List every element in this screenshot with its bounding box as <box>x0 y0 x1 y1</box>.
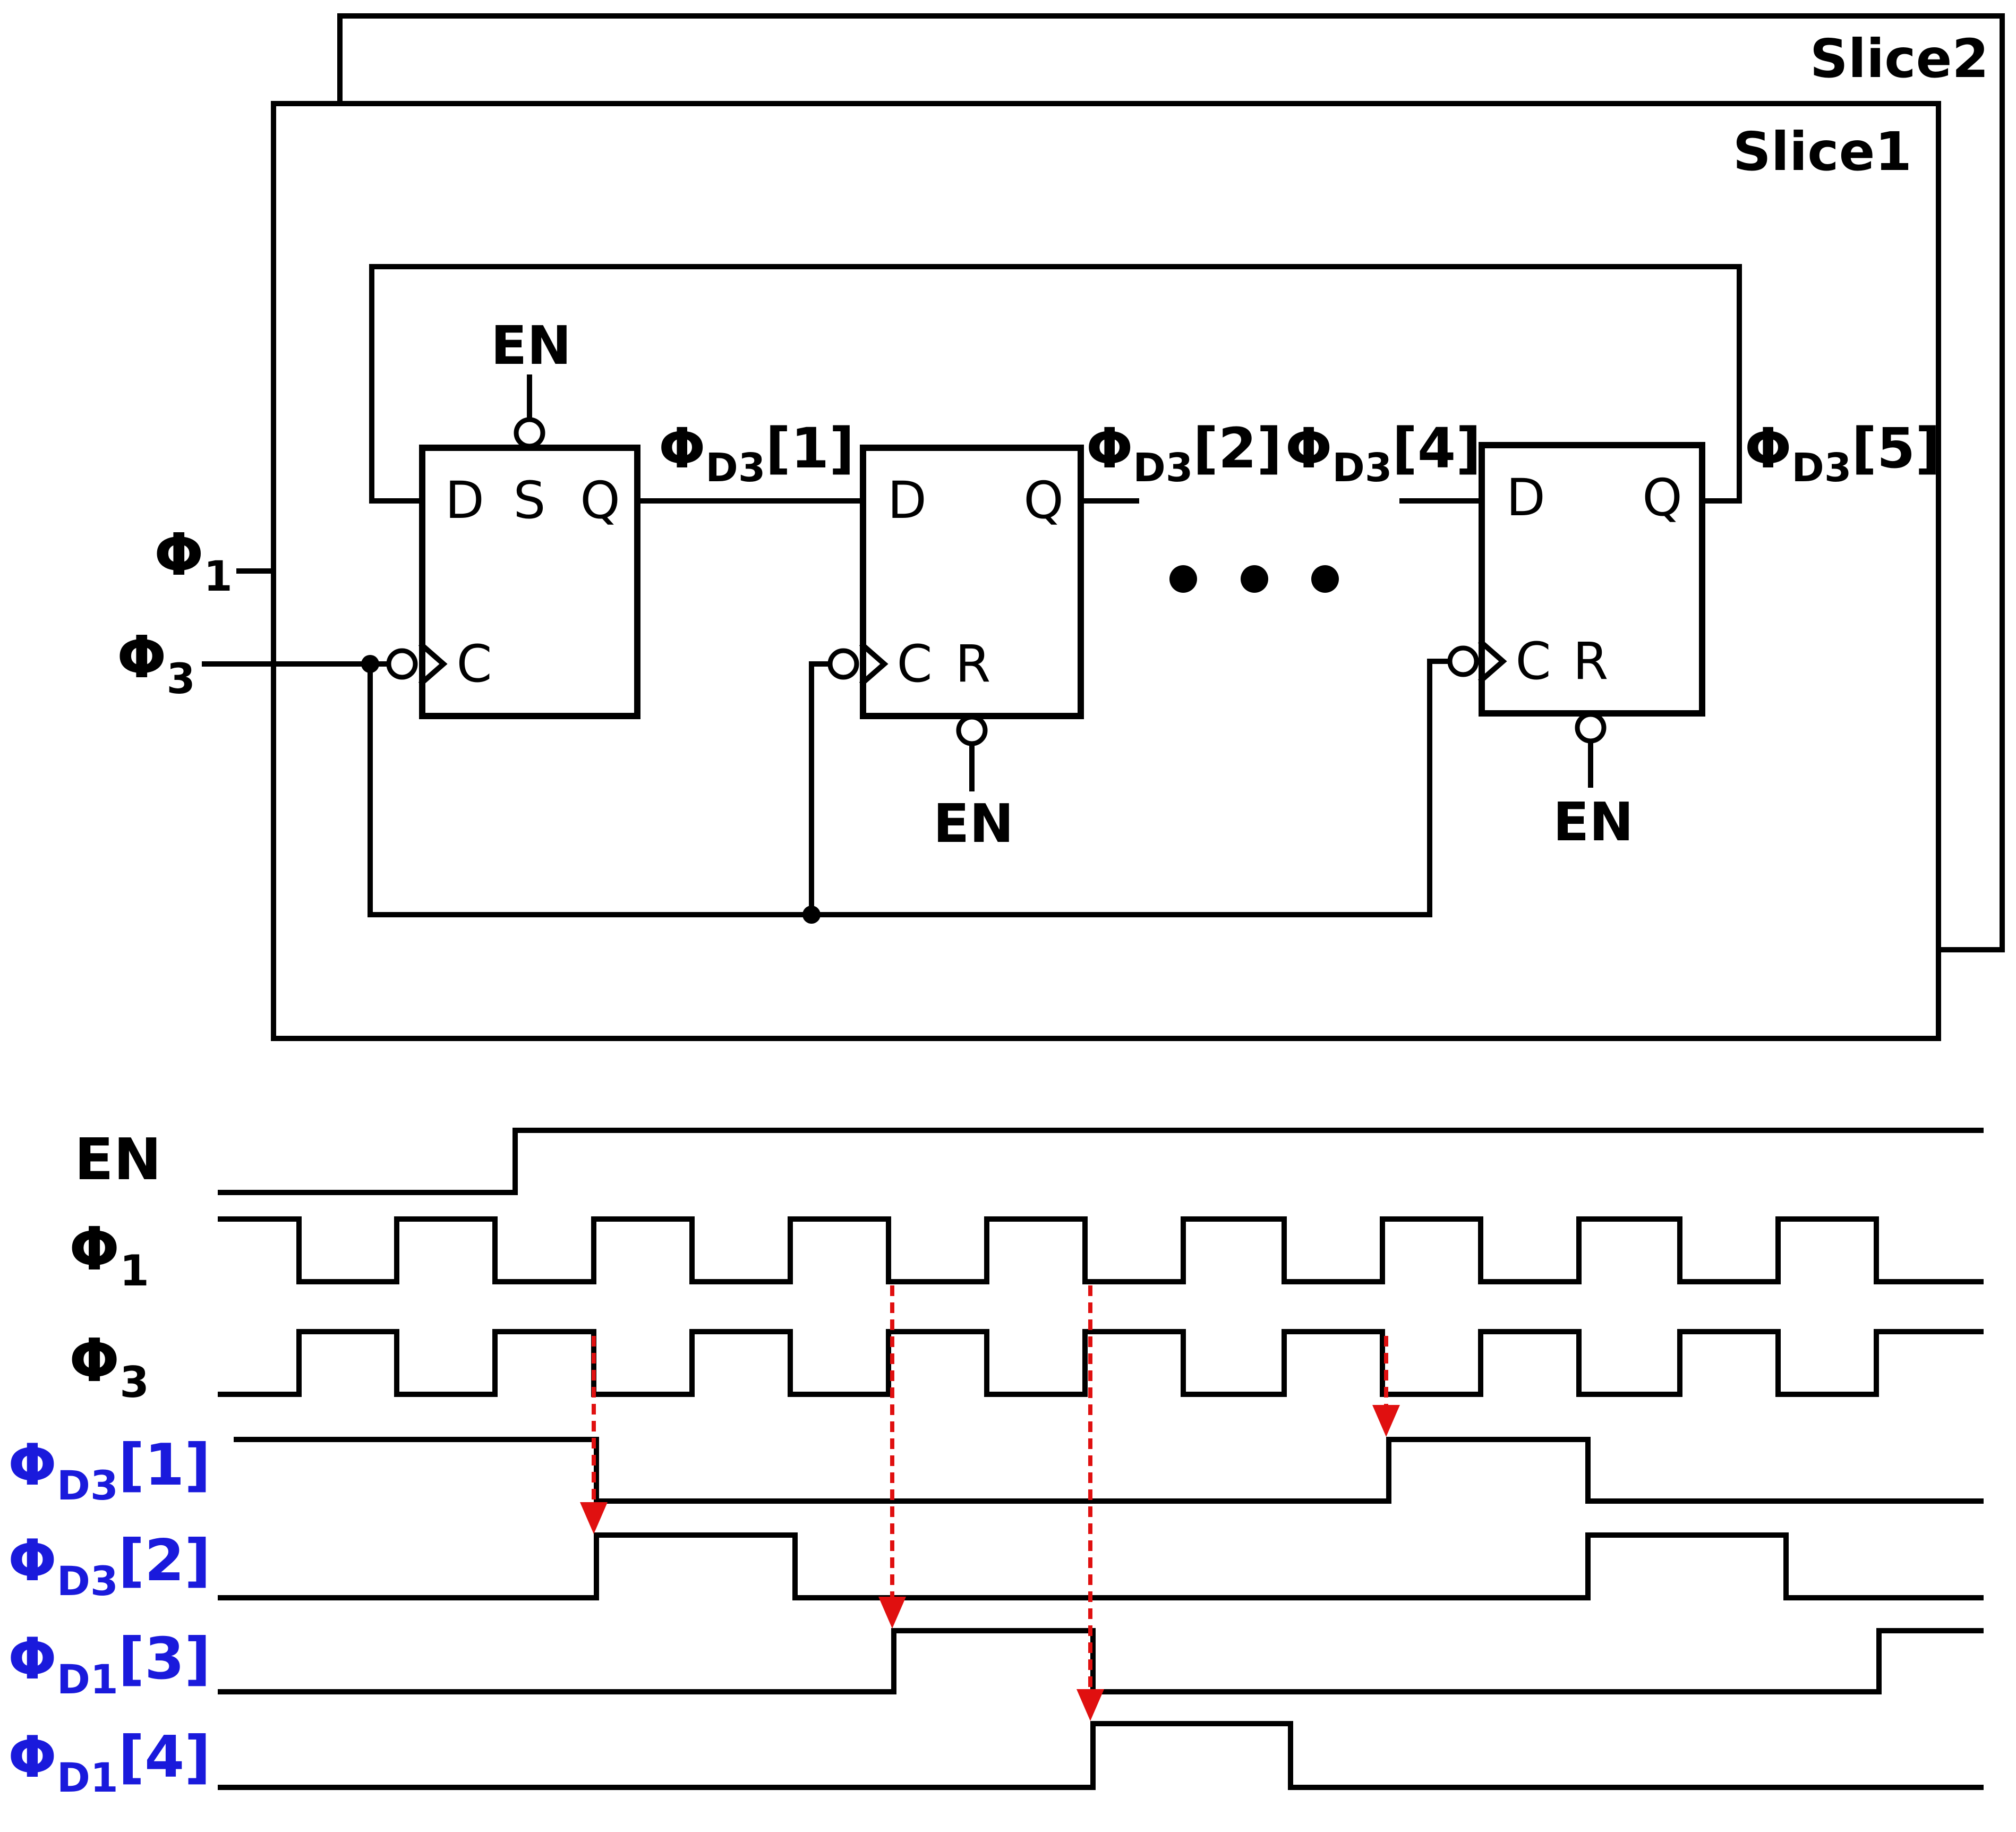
pin-q: Q <box>1023 471 1064 530</box>
timing-label-phi3: Φ3 <box>69 1326 149 1407</box>
slice2-frame: Slice2 <box>337 13 2005 952</box>
pin-q: Q <box>1642 468 1682 527</box>
slice2-label: Slice2 <box>1810 28 1989 90</box>
timing-label-phi-d3-1: ΦD3[1] <box>8 1432 211 1509</box>
clock-triangle-icon <box>859 641 889 687</box>
inversion-bubble <box>1575 712 1607 744</box>
circuit-wires <box>202 264 1742 917</box>
pin-c: C <box>456 634 492 694</box>
pin-c: C <box>1515 632 1551 691</box>
waveform-phi1 <box>218 1216 1984 1284</box>
pin-d: D <box>445 471 484 530</box>
phi1-input-label: Φ1 <box>154 521 233 601</box>
waveform-phi-d1-4 <box>218 1721 1984 1790</box>
junction-dot <box>802 906 821 924</box>
pin-d: D <box>1506 468 1545 527</box>
en-label: EN <box>1553 791 1634 853</box>
pin-d: D <box>887 471 927 530</box>
causality-arrows <box>580 1285 1400 1721</box>
en-label: EN <box>933 793 1014 855</box>
net-label-phi-d3-5: ΦD3[5] <box>1745 416 1941 491</box>
flipflop-1: D S Q C EN <box>386 314 640 719</box>
junction-dot <box>361 655 379 673</box>
pin-c: C <box>896 634 932 694</box>
arrow-down-icon <box>1372 1405 1400 1437</box>
arrow-down-icon <box>878 1597 906 1629</box>
timing-label-phi-d1-3: ΦD1[3] <box>8 1626 211 1703</box>
timing-label-phi1: Φ1 <box>69 1215 149 1296</box>
waveform-phi3 <box>218 1329 1984 1397</box>
inversion-bubble <box>827 648 859 680</box>
flipflop-2: D Q C R EN <box>827 445 1084 855</box>
timing-labels: EN Φ1 Φ3 ΦD3[1] ΦD3[2] ΦD1[3] ΦD1[4] <box>8 1127 211 1801</box>
ellipsis-dots <box>1169 565 1339 593</box>
net-label-phi-d3-2: ΦD3[2] <box>1086 416 1282 491</box>
clock-triangle-icon <box>418 641 448 687</box>
pin-s: S <box>514 471 546 530</box>
timing-label-phi-d1-4: ΦD1[4] <box>8 1724 211 1801</box>
inversion-bubble <box>1447 645 1479 677</box>
timing-label-phi-d3-2: ΦD3[2] <box>8 1528 211 1605</box>
en-label: EN <box>491 314 571 377</box>
net-label-phi-d3-4: ΦD3[4] <box>1285 416 1481 491</box>
slice1-label: Slice1 <box>1733 121 1912 183</box>
flipflop-3: D Q C R EN <box>1447 442 1705 853</box>
inversion-bubble <box>514 417 545 449</box>
timing-label-en: EN <box>74 1127 161 1193</box>
timing-waveforms <box>218 1128 1984 1790</box>
arrow-down-icon <box>580 1502 608 1534</box>
clock-triangle-icon <box>1477 638 1507 684</box>
waveform-phi-d3-2 <box>218 1532 1984 1600</box>
net-label-phi-d3-1: ΦD3[1] <box>659 416 855 491</box>
waveform-en <box>218 1128 1984 1195</box>
pin-r: R <box>1573 632 1609 691</box>
arrow-down-icon <box>1077 1689 1104 1721</box>
pin-r: R <box>955 634 991 694</box>
inversion-bubble <box>386 648 418 680</box>
inversion-bubble <box>956 714 988 746</box>
pin-q: Q <box>580 471 620 530</box>
phi3-input-label: Φ3 <box>117 623 195 703</box>
waveform-phi-d3-1 <box>234 1437 1984 1504</box>
waveform-phi-d1-3 <box>218 1628 1984 1694</box>
